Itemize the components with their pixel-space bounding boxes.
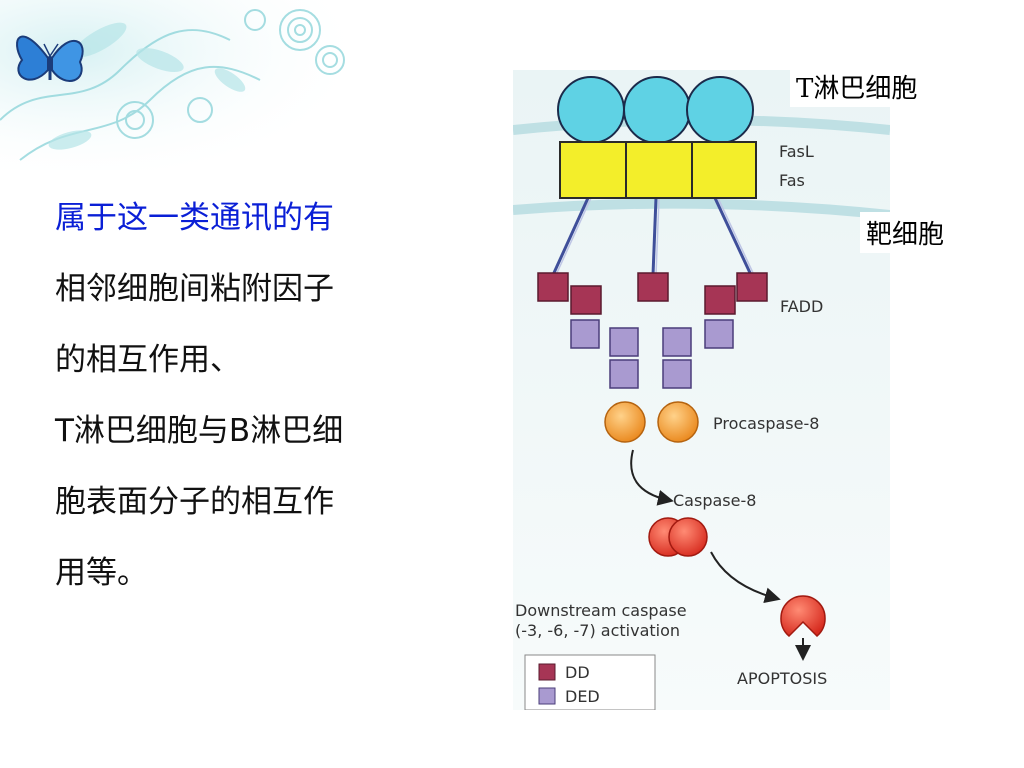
fasl-label: FasL — [779, 142, 814, 161]
text-line-4: T淋巴细胞与B淋巴细 — [55, 413, 344, 449]
legend-ded-label: DED — [565, 687, 600, 706]
decorative-corner — [0, 0, 370, 170]
activation-arrow-1 — [630, 449, 674, 506]
body-text: 属于这一类通讯的有 相邻细胞间粘附因子 的相互作用、 T淋巴细胞与B淋巴细 胞表… — [55, 183, 435, 609]
fadd-label: FADD — [780, 297, 823, 316]
legend: DD DED — [524, 654, 656, 710]
downstream-label-1: Downstream caspase — [515, 601, 687, 620]
target-cell-label: 靶细胞 — [860, 212, 951, 253]
fas-label: Fas — [779, 171, 805, 190]
text-line-5: 胞表面分子的相互作 — [55, 484, 334, 520]
caspase-8-dimer — [648, 517, 708, 557]
butterfly-icon — [16, 35, 84, 82]
text-line-3: 的相互作用、 — [55, 342, 241, 378]
downstream-label-2: (-3, -6, -7) activation — [515, 621, 680, 640]
text-line-2: 相邻细胞间粘附因子 — [55, 271, 334, 307]
procaspase-label: Procaspase-8 — [713, 414, 819, 433]
activation-arrow-2 — [710, 551, 781, 604]
dd-domains — [537, 272, 768, 315]
fas-apoptosis-diagram: FasL Fas FADD Procaspase-8 Caspase-8 Dow… — [513, 70, 890, 710]
caspase-label: Caspase-8 — [673, 491, 756, 510]
apoptosis-label: APOPTOSIS — [737, 669, 827, 688]
target-cell-membrane — [513, 198, 890, 220]
text-line-6: 用等。 — [55, 555, 148, 591]
fasl-trimer — [557, 76, 754, 144]
fas-trimer — [559, 141, 757, 199]
ded-domains — [570, 319, 734, 389]
procaspase-8-dimer — [604, 401, 699, 443]
legend-dd-label: DD — [565, 663, 590, 682]
text-line-1: 属于这一类通讯的有 — [55, 200, 334, 236]
t-cell-label: T淋巴细胞 — [790, 66, 924, 107]
apoptotic-caspase — [780, 595, 826, 638]
